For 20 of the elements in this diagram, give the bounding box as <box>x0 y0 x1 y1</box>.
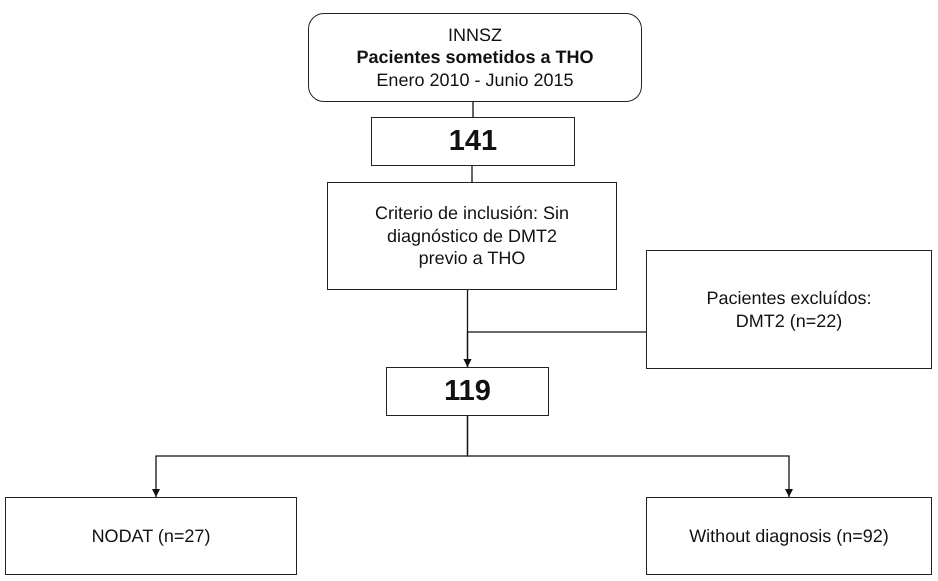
connector-line <box>471 166 473 182</box>
connector-line <box>472 102 474 117</box>
outcome-box <box>5 497 297 575</box>
node-text: Pacientes excluídos: DMT2 (n=22) <box>705 287 873 332</box>
start-box <box>308 13 642 102</box>
node-text: INNSZ <box>448 24 502 46</box>
arrow <box>464 331 646 367</box>
node-text: Without diagnosis (n=92) <box>689 524 889 548</box>
criteria-box <box>327 182 617 290</box>
arrow <box>466 416 793 497</box>
count-box <box>371 117 575 166</box>
node-text: 119 <box>444 374 491 410</box>
node-text: Criterio de inclusión: Sin diagnóstico de DMT2 previo a THO <box>374 202 570 270</box>
node-text: Pacientes sometidos a THO <box>356 46 594 69</box>
outcome-box <box>646 497 932 575</box>
node-text: NODAT (n=27) <box>92 524 210 548</box>
node-text: 141 <box>448 124 498 160</box>
count-box <box>386 367 549 416</box>
node-text: Enero 2010 - Junio 2015 <box>376 68 574 92</box>
exclusion-box <box>646 250 932 369</box>
